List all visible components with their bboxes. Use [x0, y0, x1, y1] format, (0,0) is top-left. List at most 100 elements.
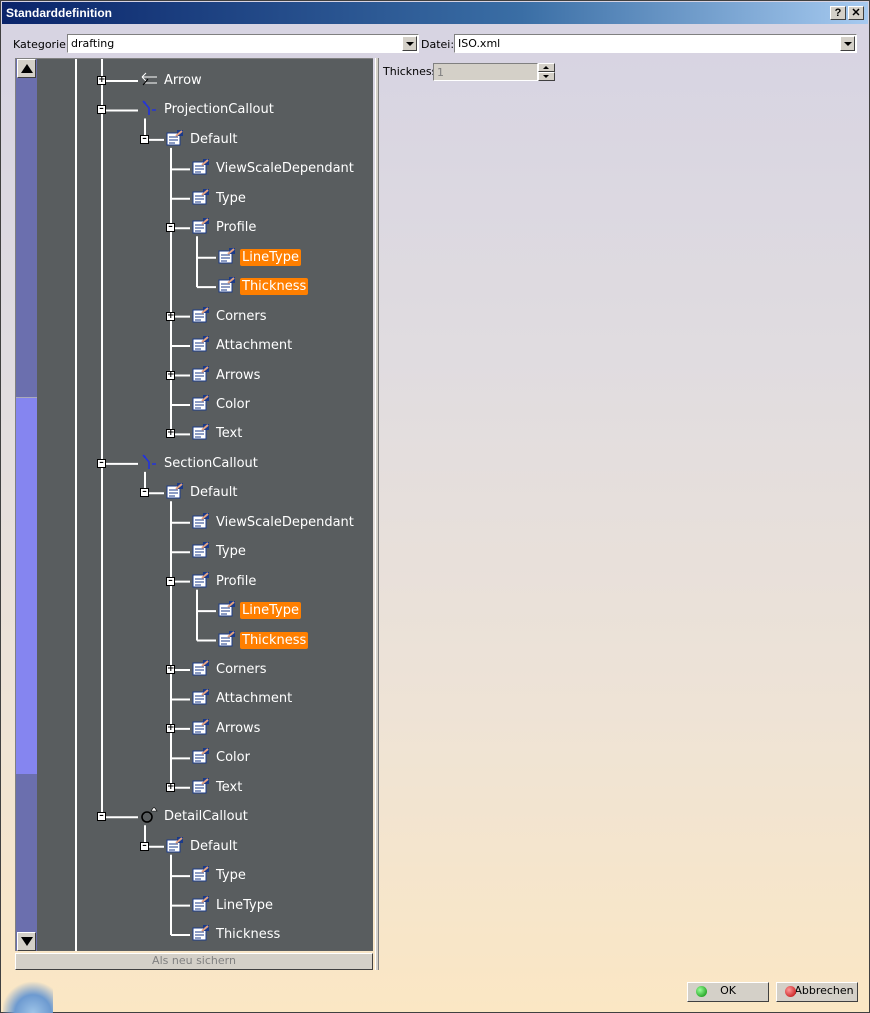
- tree-node-label: Default: [190, 838, 238, 854]
- file-value: ISO.xml: [458, 37, 501, 50]
- tree-connector-lines: [75, 59, 216, 951]
- tree-node-label: Default: [190, 485, 238, 501]
- tree-scrollbar[interactable]: [16, 59, 37, 951]
- expand-icon[interactable]: +: [166, 781, 175, 792]
- collapse-icon[interactable]: –: [97, 812, 106, 822]
- category-select[interactable]: drafting: [67, 34, 419, 53]
- expand-icon[interactable]: +: [166, 664, 175, 674]
- tree-node[interactable]: Arrow: [140, 71, 204, 91]
- file-label: Datei:: [421, 38, 455, 51]
- tree-node[interactable]: Color: [192, 748, 252, 768]
- help-button[interactable]: ?: [830, 6, 846, 20]
- tree-node-label: Type: [216, 544, 246, 560]
- tree-node[interactable]: Arrows: [192, 365, 262, 386]
- tree-node[interactable]: Default: [166, 129, 240, 150]
- parameter-icon: [192, 218, 210, 234]
- tree-node[interactable]: Attachment: [192, 689, 294, 709]
- collapse-icon[interactable]: –: [166, 576, 175, 586]
- tree-node-label: Color: [216, 396, 250, 412]
- tree-node[interactable]: Text: [192, 424, 244, 444]
- collapse-icon[interactable]: –: [140, 841, 149, 851]
- tree-node[interactable]: Type: [192, 866, 248, 886]
- tree-node-label: SectionCallout: [164, 455, 258, 471]
- tree-node[interactable]: LineType: [218, 601, 301, 621]
- collapse-icon[interactable]: –: [97, 105, 106, 115]
- expand-icon[interactable]: +: [166, 310, 175, 321]
- tree-node-label: Attachment: [216, 338, 293, 354]
- tree-node-label: ViewScaleDependant: [216, 161, 354, 177]
- tree-node-label: Thickness: [240, 278, 309, 296]
- expand-icon[interactable]: +: [97, 75, 106, 85]
- parameter-icon: [192, 188, 210, 205]
- tree-node[interactable]: LineType: [192, 895, 275, 916]
- tree-node[interactable]: Profile: [192, 571, 258, 592]
- tree-node-label: Corners: [216, 662, 267, 677]
- tree-node[interactable]: Default: [166, 836, 240, 857]
- tree-node[interactable]: ViewScaleDependant: [192, 159, 356, 179]
- tree-node[interactable]: LineType: [218, 247, 301, 268]
- collapse-icon[interactable]: –: [140, 488, 149, 498]
- parameter-icon: [192, 660, 210, 676]
- tree-node[interactable]: Type: [192, 542, 248, 562]
- ok-label: OK: [720, 984, 736, 997]
- tree-node[interactable]: Thickness: [218, 277, 309, 297]
- close-button[interactable]: ✕: [848, 6, 864, 20]
- window-title: Standarddefinition: [6, 6, 112, 20]
- tree-node[interactable]: Text: [192, 777, 244, 798]
- expand-icon[interactable]: +: [166, 369, 175, 380]
- tree-node[interactable]: DetailCallout: [140, 806, 250, 827]
- scroll-up-button[interactable]: [17, 59, 36, 78]
- file-select[interactable]: ISO.xml: [454, 34, 857, 53]
- collapse-icon[interactable]: –: [166, 223, 175, 233]
- collapse-icon[interactable]: –: [140, 134, 149, 144]
- tree-node[interactable]: Profile: [192, 218, 258, 238]
- section-callout-icon: [140, 454, 158, 470]
- tree-node-label: Text: [216, 426, 243, 442]
- thickness-input[interactable]: 1: [433, 63, 538, 81]
- save-as-new-button[interactable]: Als neu sichern: [15, 953, 373, 970]
- tree-node[interactable]: Default: [166, 483, 240, 503]
- chevron-down-icon[interactable]: [840, 36, 855, 51]
- tree-node-label: DetailCallout: [164, 809, 248, 825]
- tree-node[interactable]: Thickness: [192, 925, 282, 945]
- tree-node[interactable]: Attachment: [192, 336, 294, 356]
- parameter-icon: [192, 542, 210, 558]
- tree-node[interactable]: ViewScaleDependant: [192, 512, 356, 533]
- stepper-down-button[interactable]: [538, 72, 555, 81]
- tree-node-label: Type: [216, 190, 246, 206]
- expand-icon[interactable]: +: [166, 428, 175, 439]
- tree-node[interactable]: Arrows: [192, 718, 262, 739]
- tree-node[interactable]: Color: [192, 394, 252, 415]
- parameter-icon: [192, 394, 210, 411]
- thickness-label: Thickness: [383, 65, 438, 78]
- tree-node-label: Color: [216, 750, 250, 766]
- parameter-icon: [218, 630, 236, 647]
- tree-node[interactable]: ProjectionCallout: [140, 100, 276, 120]
- collapse-icon[interactable]: –: [97, 458, 106, 468]
- tree-node-label: Profile: [216, 573, 257, 589]
- tree-node-label: Text: [216, 779, 243, 795]
- scroll-thumb[interactable]: [16, 397, 37, 774]
- parameter-icon: [218, 601, 236, 617]
- stepper-up-button[interactable]: [538, 63, 555, 72]
- cancel-button[interactable]: Abbrechen: [776, 982, 858, 1002]
- tree-node[interactable]: Type: [192, 188, 248, 209]
- thickness-stepper[interactable]: [538, 63, 555, 81]
- parameter-icon: [192, 336, 210, 352]
- scroll-down-button[interactable]: [17, 932, 36, 951]
- chevron-down-icon[interactable]: [402, 36, 417, 51]
- tree-node[interactable]: Corners: [192, 306, 269, 327]
- expand-icon[interactable]: +: [166, 722, 175, 733]
- app-logo: [3, 979, 53, 1013]
- panel-splitter[interactable]: [375, 58, 379, 970]
- parameter-icon: [192, 718, 210, 735]
- tree-node[interactable]: SectionCallout: [140, 454, 260, 474]
- ok-icon: [696, 986, 707, 997]
- parameter-icon: [192, 159, 210, 175]
- tree-node[interactable]: Corners: [192, 660, 269, 680]
- parameter-icon: [218, 277, 236, 293]
- ok-button[interactable]: OK: [687, 982, 769, 1002]
- parameter-icon: [192, 306, 210, 323]
- tree-node[interactable]: Thickness: [218, 630, 309, 651]
